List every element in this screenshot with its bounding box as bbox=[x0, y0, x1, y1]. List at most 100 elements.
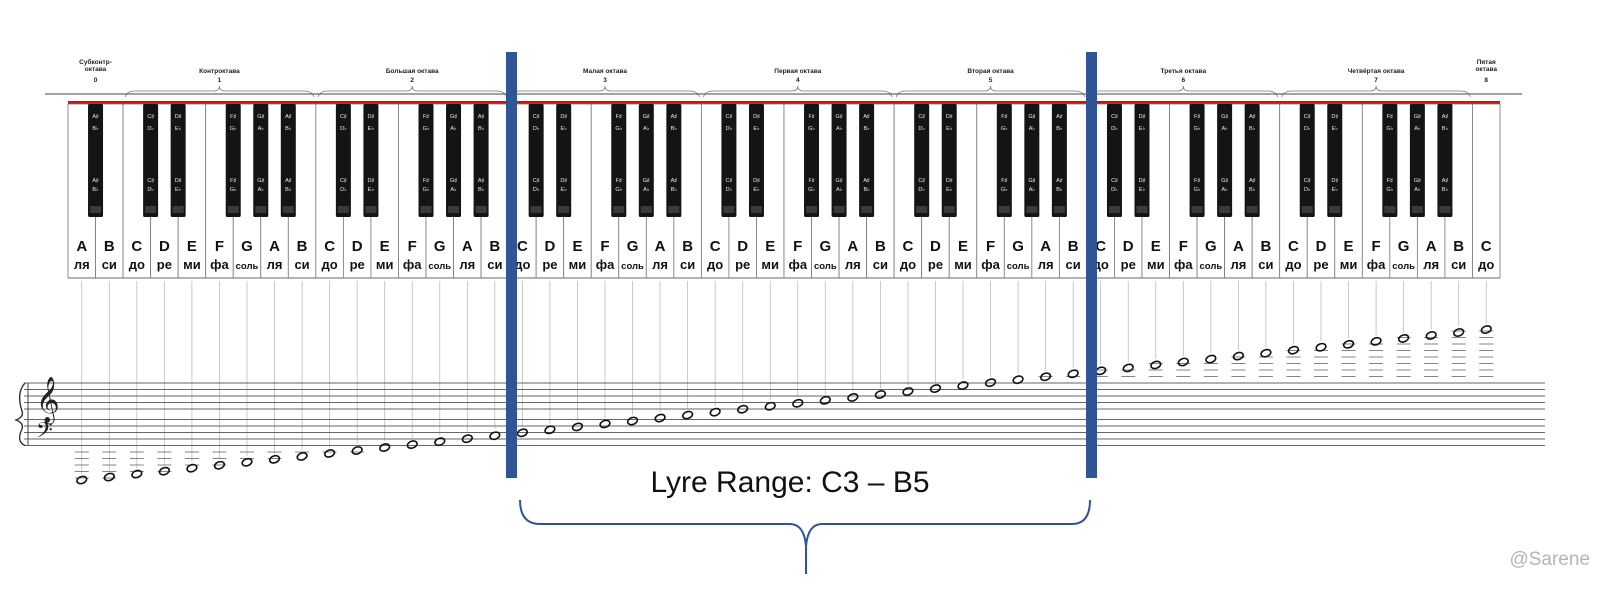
black-key-label: A♯ bbox=[478, 114, 485, 120]
black-key-label: A♯ bbox=[1249, 114, 1256, 120]
white-key-solfege: си bbox=[1066, 257, 1081, 272]
whole-note bbox=[1176, 357, 1191, 377]
whole-note bbox=[406, 440, 418, 450]
white-key-letter: D bbox=[545, 238, 556, 255]
bass-clef-icon: 𝄢 bbox=[36, 419, 53, 449]
white-key-solfege: ля bbox=[1423, 257, 1439, 272]
black-key-label: D♯ bbox=[1139, 178, 1146, 184]
octave-number: 6 bbox=[1181, 77, 1185, 84]
octave-name: Большая октава bbox=[386, 68, 439, 75]
white-key-letter: D bbox=[1123, 238, 1134, 255]
black-key: G♯A♭G♯A♭ bbox=[1024, 104, 1040, 217]
whole-note bbox=[764, 401, 776, 411]
black-key-label: D♭ bbox=[918, 186, 925, 193]
whole-note bbox=[957, 381, 969, 391]
octave-number: 0 bbox=[94, 77, 98, 84]
whole-note bbox=[1148, 360, 1163, 377]
black-key-label: C♯ bbox=[918, 178, 925, 184]
black-key: D♯E♭D♯E♭ bbox=[1327, 104, 1343, 217]
white-key-letter: D bbox=[930, 238, 941, 255]
octave-bracket bbox=[317, 85, 507, 98]
whole-note bbox=[1286, 345, 1301, 377]
whole-note bbox=[984, 378, 997, 388]
black-key-label: C♯ bbox=[340, 178, 347, 184]
whole-note bbox=[929, 384, 942, 393]
black-key-label: G♭ bbox=[1194, 186, 1201, 193]
black-key-label: B♭ bbox=[285, 125, 292, 132]
octave-number: 3 bbox=[603, 77, 607, 84]
black-key-label: E♭ bbox=[946, 186, 953, 193]
white-key-solfege: фа bbox=[210, 257, 229, 272]
black-key: G♯A♭G♯A♭ bbox=[253, 104, 269, 217]
black-key: F♯G♭F♯G♭ bbox=[1382, 104, 1398, 217]
octave-number: 1 bbox=[218, 77, 222, 84]
black-key-label: G♭ bbox=[423, 186, 430, 193]
octave-label: Большая октава 2 bbox=[317, 68, 507, 98]
black-key: F♯G♭F♯G♭ bbox=[611, 104, 627, 217]
black-key-label: B♭ bbox=[1056, 125, 1063, 132]
white-key-letter: C bbox=[517, 238, 528, 255]
white-key-letter: C bbox=[1095, 238, 1106, 255]
black-key-label: A♭ bbox=[450, 186, 457, 193]
white-key-letter: C bbox=[324, 238, 335, 255]
black-key: G♯A♭G♯A♭ bbox=[831, 104, 847, 217]
black-key-label: G♯ bbox=[1414, 114, 1421, 120]
whole-note bbox=[571, 422, 584, 432]
whole-note bbox=[1369, 336, 1384, 377]
white-key-letter: B bbox=[297, 238, 308, 255]
whole-note bbox=[102, 451, 117, 482]
white-key-solfege: ля bbox=[845, 257, 861, 272]
octave-number: 2 bbox=[410, 77, 414, 84]
whole-note bbox=[544, 425, 556, 435]
black-key-label: A♭ bbox=[1029, 125, 1036, 132]
black-key-label: E♭ bbox=[1139, 125, 1146, 132]
white-key-letter: F bbox=[1371, 238, 1380, 255]
whole-note bbox=[902, 387, 914, 396]
black-key-label: A♯ bbox=[671, 178, 678, 184]
white-key-letter: B bbox=[1453, 238, 1464, 255]
white-key-solfege: фа bbox=[1367, 257, 1386, 272]
black-key-label: D♭ bbox=[533, 125, 540, 132]
black-key: C♯D♭C♯D♭ bbox=[721, 104, 737, 217]
white-key-letter: E bbox=[380, 238, 390, 255]
black-key-label: A♯ bbox=[1249, 178, 1256, 184]
white-key-solfege: ре bbox=[350, 257, 365, 272]
white-key-solfege: си bbox=[487, 257, 502, 272]
black-key-label: C♯ bbox=[726, 178, 733, 184]
whole-note bbox=[874, 390, 887, 399]
black-key-label: D♭ bbox=[1111, 125, 1118, 132]
black-key-label: D♯ bbox=[753, 114, 760, 120]
white-key-letter: C bbox=[710, 238, 721, 255]
white-key-solfege: ми bbox=[569, 257, 587, 272]
black-key-label: G♯ bbox=[257, 114, 264, 120]
black-key-label: G♯ bbox=[1221, 114, 1228, 120]
black-key-label: G♯ bbox=[1221, 178, 1228, 184]
black-key-label: D♯ bbox=[175, 178, 182, 184]
black-key: F♯G♭F♯G♭ bbox=[804, 104, 820, 217]
octave-number: 7 bbox=[1374, 77, 1378, 84]
white-key-letter: G bbox=[627, 238, 639, 255]
range-start-marker bbox=[506, 52, 517, 478]
whole-note bbox=[1066, 369, 1081, 379]
black-key-label: E♭ bbox=[175, 125, 182, 132]
white-key-solfege: ре bbox=[1313, 257, 1328, 272]
white-key-solfege: ля bbox=[652, 257, 668, 272]
white-key-solfege: соль bbox=[428, 261, 451, 272]
black-key-label: D♭ bbox=[1304, 186, 1311, 193]
black-key-label: C♯ bbox=[1111, 114, 1118, 120]
white-key-solfege: до bbox=[322, 257, 338, 272]
white-key-letter: D bbox=[352, 238, 363, 255]
black-key-label: A♯ bbox=[285, 114, 292, 120]
whole-note bbox=[74, 451, 89, 485]
black-key-label: B♭ bbox=[92, 125, 99, 132]
black-key: D♯E♭D♯E♭ bbox=[556, 104, 572, 217]
whole-note bbox=[1314, 342, 1328, 377]
whole-note bbox=[1451, 328, 1466, 377]
black-key-label: C♯ bbox=[726, 114, 733, 120]
black-key-label: D♭ bbox=[726, 186, 733, 193]
black-key-label: E♭ bbox=[1332, 125, 1339, 132]
black-key: A♯B♭A♯B♭ bbox=[88, 104, 104, 217]
white-key-solfege: ля bbox=[74, 257, 90, 272]
